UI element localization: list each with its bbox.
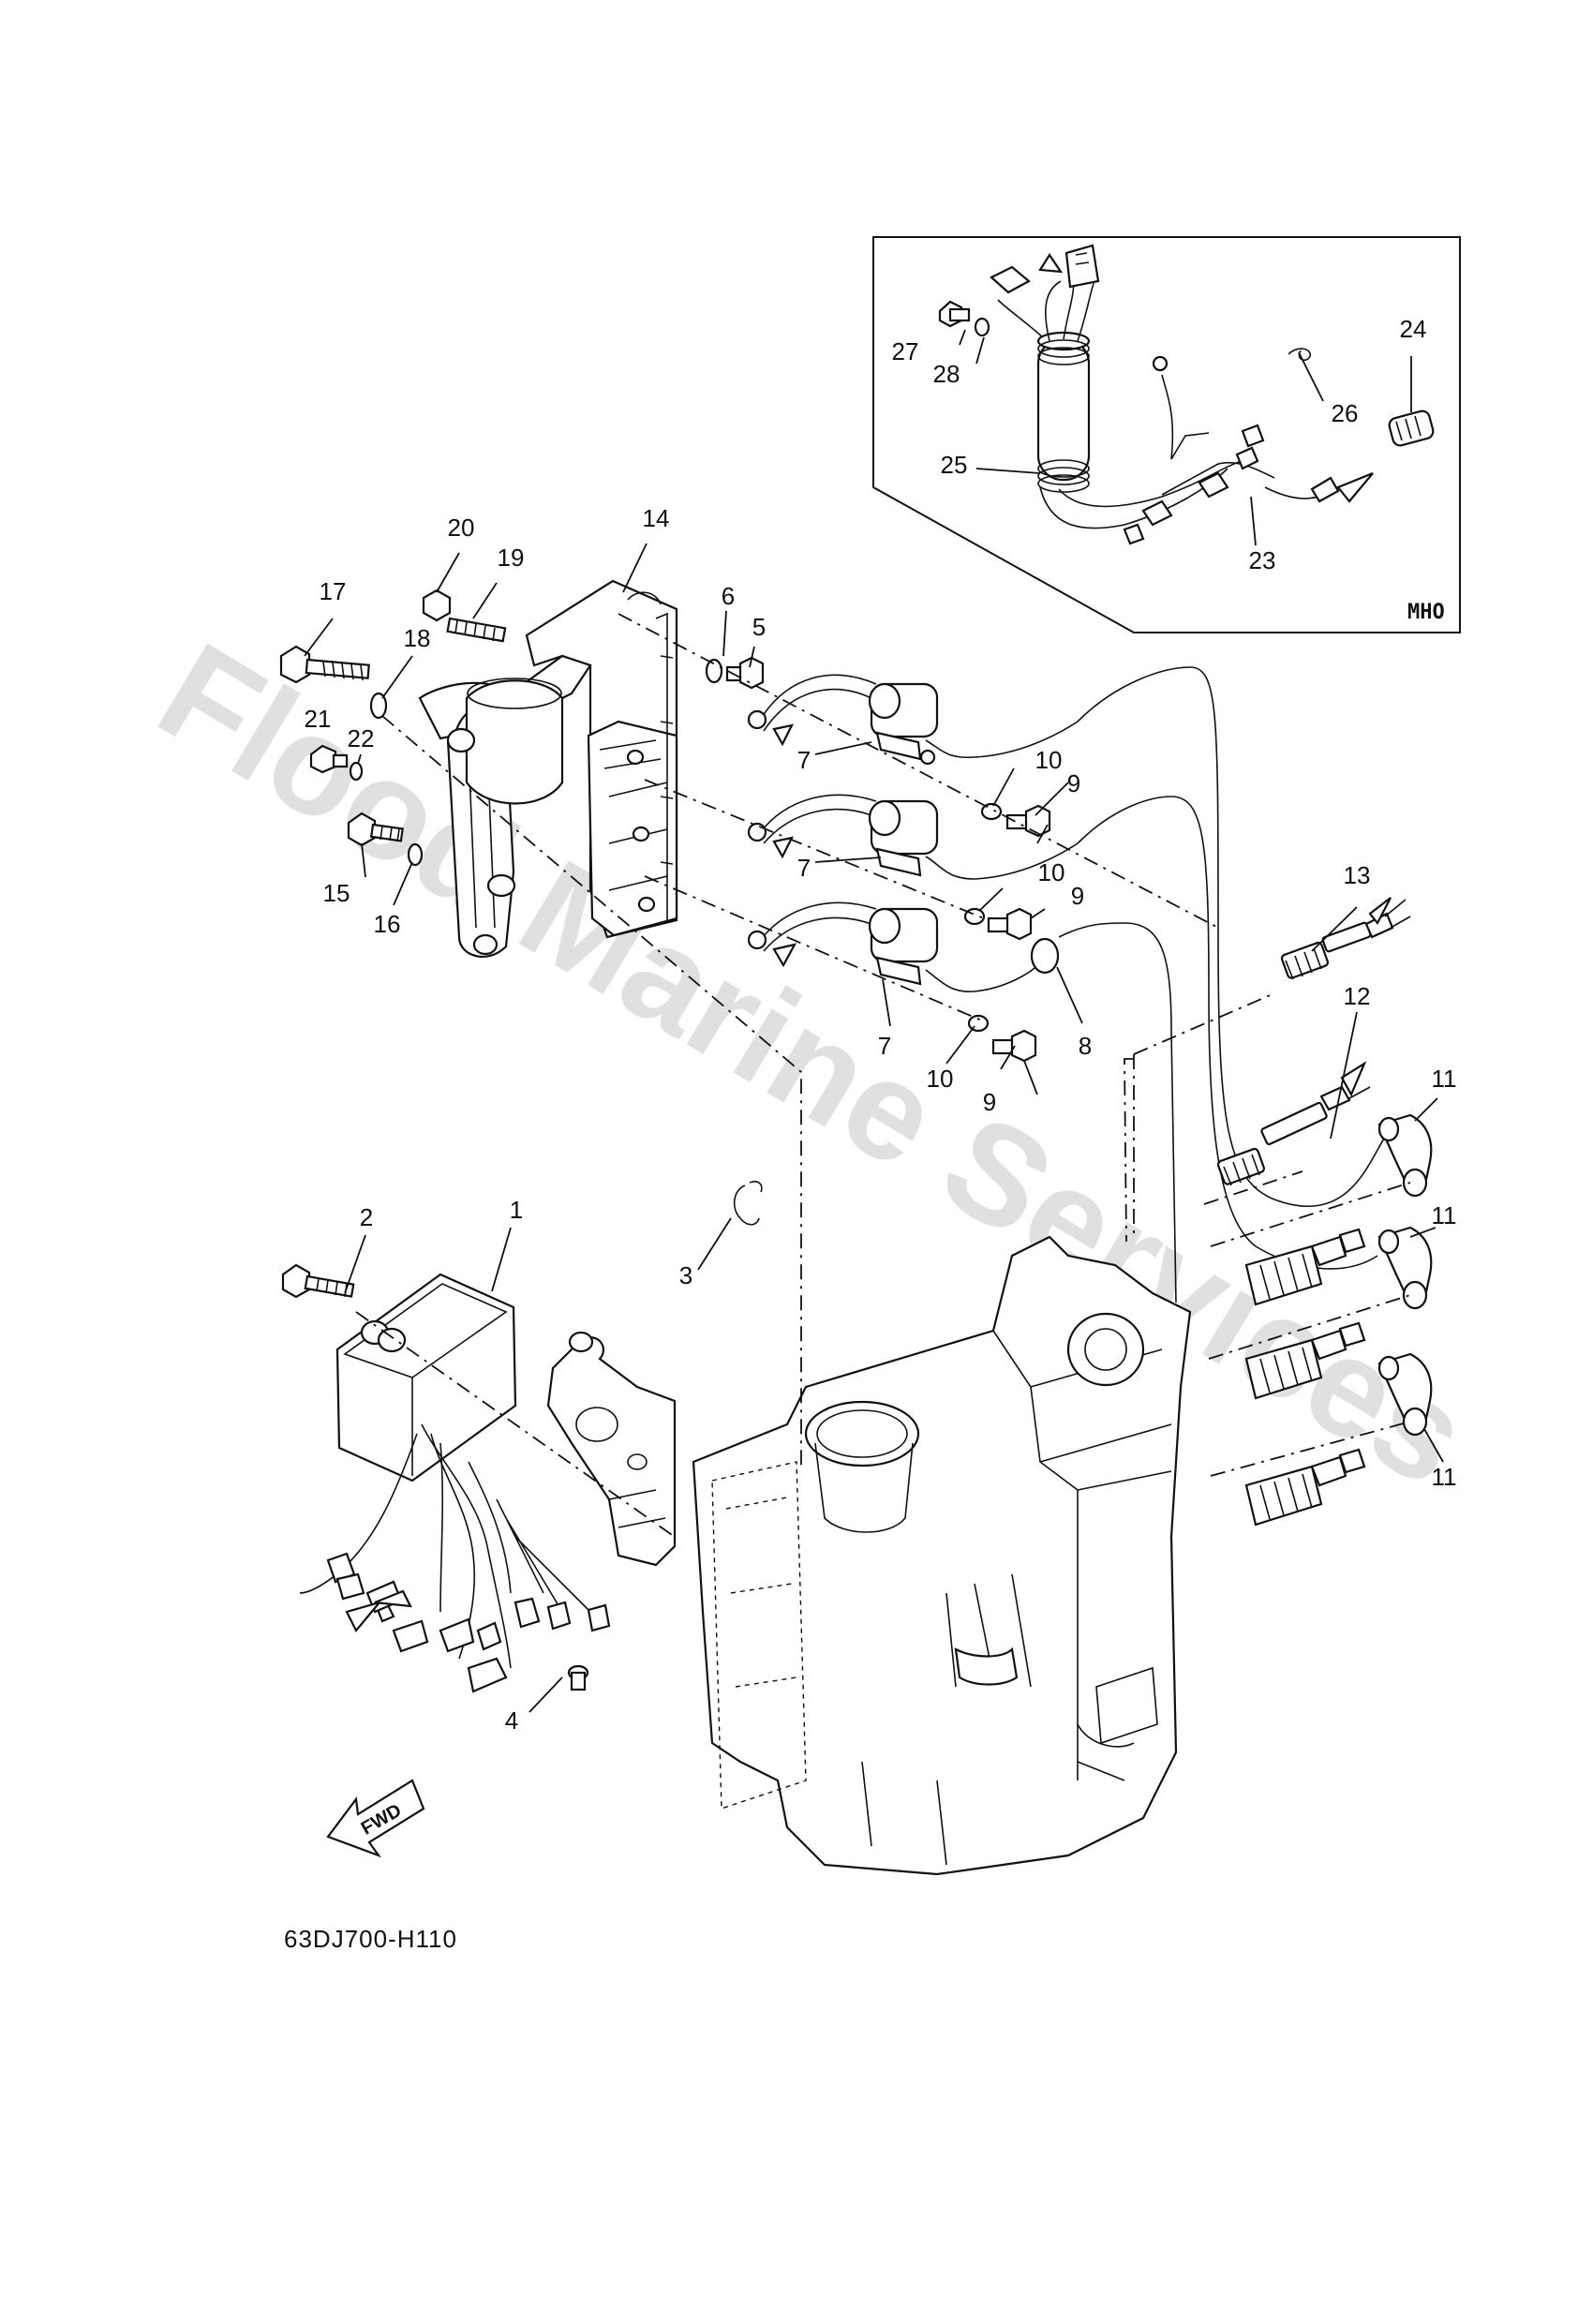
spark-plug-cap-11-upper bbox=[1377, 1113, 1433, 1198]
callout-28: 28 bbox=[933, 360, 960, 388]
callout-17: 17 bbox=[320, 577, 347, 605]
callout-23: 23 bbox=[1249, 546, 1276, 574]
callout-2: 2 bbox=[360, 1203, 373, 1231]
washer-10-upper bbox=[980, 802, 1003, 821]
callout-10-lower: 10 bbox=[927, 1065, 954, 1093]
engine-block bbox=[692, 1235, 1192, 1876]
callout-24: 24 bbox=[1400, 315, 1427, 343]
wiring-harness-25 bbox=[990, 244, 1374, 545]
bolt-9-middle bbox=[987, 907, 1033, 941]
bolt-21 bbox=[309, 744, 349, 774]
high-tension-lead-upper bbox=[1077, 666, 1388, 1207]
nut-20 bbox=[422, 588, 452, 622]
cap-24 bbox=[1388, 410, 1435, 447]
diagram-code: 63DJ700-H110 bbox=[284, 1925, 457, 1953]
pulser-bracket bbox=[546, 1331, 677, 1567]
spark-plug-12 bbox=[1216, 1061, 1371, 1186]
washer-6 bbox=[705, 658, 723, 684]
clip-3 bbox=[733, 1181, 763, 1226]
callout-20: 20 bbox=[448, 514, 475, 542]
bolt-9-lower bbox=[991, 1029, 1037, 1063]
bolt-15 bbox=[347, 812, 404, 847]
callout-18: 18 bbox=[404, 624, 431, 652]
screw-4 bbox=[567, 1664, 589, 1691]
bracket-14 bbox=[418, 579, 678, 958]
inset-label: MHO bbox=[1407, 601, 1445, 624]
callout-7-upper: 7 bbox=[797, 746, 811, 774]
cdi-unit-1 bbox=[299, 1273, 611, 1693]
bolt-2 bbox=[281, 1263, 355, 1299]
spark-plug-cap-11-middle bbox=[1377, 1226, 1433, 1310]
spark-plug-middle bbox=[1244, 1321, 1366, 1400]
callout-11-upper: 11 bbox=[1432, 1065, 1457, 1093]
callout-22: 22 bbox=[348, 724, 375, 752]
callout-21: 21 bbox=[305, 705, 332, 733]
spark-plug-upper bbox=[1244, 1228, 1366, 1306]
callout-7-middle: 7 bbox=[797, 854, 811, 882]
spark-plug-lower bbox=[1244, 1448, 1366, 1527]
callout-11-middle: 11 bbox=[1432, 1201, 1457, 1229]
callout-11-lower: 11 bbox=[1432, 1463, 1457, 1491]
callout-8: 8 bbox=[1079, 1032, 1092, 1060]
mho-inset: MHO bbox=[872, 236, 1461, 633]
callout-4: 4 bbox=[505, 1706, 518, 1735]
ignition-coil-upper bbox=[747, 674, 1079, 766]
callout-6: 6 bbox=[722, 582, 735, 610]
callout-14: 14 bbox=[643, 504, 670, 532]
spark-plug-cap-11-lower bbox=[1377, 1352, 1433, 1437]
callout-9-middle: 9 bbox=[1071, 882, 1084, 910]
callout-3: 3 bbox=[679, 1261, 692, 1289]
cover-plate-dashed bbox=[711, 1461, 807, 1810]
callout-9-lower: 9 bbox=[983, 1088, 996, 1116]
callout-13: 13 bbox=[1344, 861, 1371, 889]
assembly-lines bbox=[355, 613, 1411, 1538]
spark-plug-13 bbox=[1280, 897, 1411, 980]
washer-22 bbox=[349, 761, 364, 782]
washer-16 bbox=[407, 842, 424, 867]
callout-27: 27 bbox=[892, 337, 919, 365]
callout-25: 25 bbox=[941, 451, 968, 479]
fwd-arrow: FWD bbox=[326, 1779, 425, 1858]
callout-9-upper: 9 bbox=[1067, 769, 1080, 797]
bolt-17 bbox=[279, 645, 370, 684]
callout-10-upper: 10 bbox=[1035, 746, 1063, 774]
bolt-19 bbox=[446, 617, 507, 643]
callout-leaders bbox=[304, 543, 1444, 1713]
callout-15: 15 bbox=[323, 879, 350, 907]
callout-1: 1 bbox=[510, 1196, 523, 1224]
clip-26 bbox=[1288, 348, 1311, 362]
callout-7-lower: 7 bbox=[878, 1032, 891, 1060]
grommet-8 bbox=[1030, 937, 1060, 975]
callout-labels: 1 2 3 4 5 6 7 7 7 8 9 9 9 10 10 10 11 11… bbox=[305, 315, 1457, 1735]
ignition-coil-middle bbox=[747, 794, 1079, 880]
washer-18 bbox=[369, 692, 388, 720]
high-tension-lead-lower bbox=[1058, 922, 1177, 1304]
callout-10-middle: 10 bbox=[1038, 858, 1065, 886]
callout-12: 12 bbox=[1344, 982, 1371, 1010]
bolt-27 bbox=[938, 300, 971, 328]
callout-16: 16 bbox=[374, 910, 401, 938]
callout-5: 5 bbox=[752, 613, 766, 641]
callout-19: 19 bbox=[498, 544, 525, 572]
washer-28 bbox=[974, 317, 990, 337]
callout-26: 26 bbox=[1332, 399, 1359, 427]
